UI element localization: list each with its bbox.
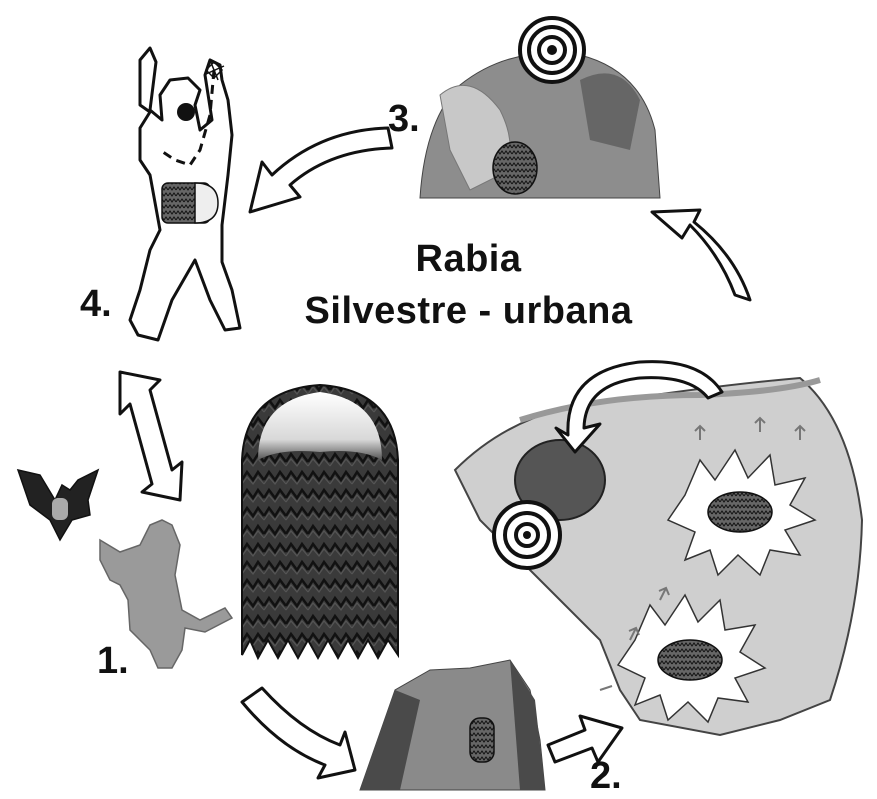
diagram-title-line1: Rabia xyxy=(30,238,877,281)
cycle-arrow-icon xyxy=(242,688,355,778)
bite-mark-icon xyxy=(177,103,195,121)
diagram-title-line2: Silvestre - urbana xyxy=(30,290,877,333)
step-number-1: 1. xyxy=(97,640,129,683)
cycle-arrow-icon xyxy=(250,128,392,212)
virus-icon xyxy=(493,142,537,194)
step-number-3: 3. xyxy=(388,98,420,141)
cat-bite-icon xyxy=(420,18,660,198)
step-number-2: 2. xyxy=(590,755,622,798)
bat-bite-icon xyxy=(360,660,545,790)
step-number-4: 4. xyxy=(80,283,112,326)
double-arrow-icon xyxy=(120,372,182,500)
virus-icon xyxy=(470,718,494,762)
virus-icon xyxy=(242,385,398,658)
bat-icon xyxy=(18,470,98,540)
